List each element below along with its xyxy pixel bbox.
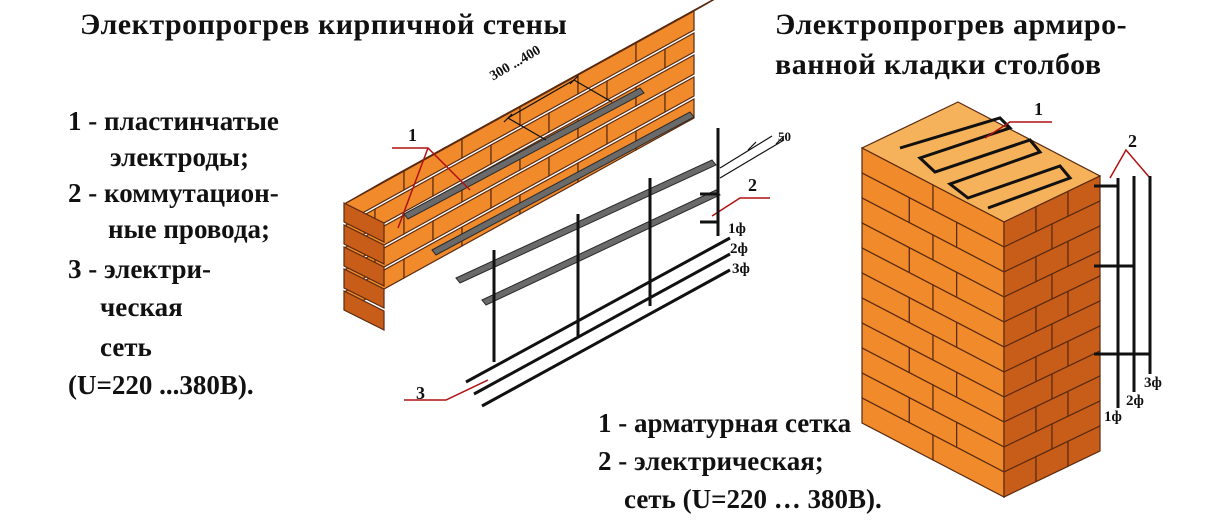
legend-item-1: 1 - пластинчатые <box>68 106 279 136</box>
legend-item-2-cont: ные провода; <box>108 214 271 244</box>
left-title: Электропрогрев кирпичной стены <box>80 8 568 41</box>
dim-50-label: 50 <box>778 129 791 144</box>
brick-column <box>860 101 1102 498</box>
dim-line-spacing <box>507 79 575 119</box>
dim-ext <box>573 79 613 103</box>
dim-ext <box>507 117 547 141</box>
dim-line-50 <box>719 139 785 179</box>
right-title-line1: Электропрогрев армиро- <box>775 8 1128 41</box>
leader-1b <box>397 147 429 229</box>
column-callout-2: 2 <box>1128 131 1137 151</box>
dim-tick <box>775 135 785 145</box>
wall-annotations <box>392 75 785 408</box>
wall-callout-1: 1 <box>408 125 417 145</box>
phase-line-2 <box>473 252 731 396</box>
phase-line-3 <box>481 268 731 408</box>
plate-electrode <box>403 87 645 220</box>
wall-brick-end <box>343 268 385 309</box>
legend-item-3-cont1: ческая <box>100 292 183 322</box>
legend-item-1-cont: электроды; <box>110 142 249 172</box>
right-legend-item-2: 2 - электрическая; <box>598 446 824 476</box>
column-leader-1 <box>984 121 1052 139</box>
wall-brick-end <box>343 202 385 243</box>
brick-wall <box>343 0 721 331</box>
wall-phase-2: 2ф <box>730 241 748 257</box>
plate-electrode <box>481 189 721 306</box>
phase-line-1 <box>465 236 731 384</box>
right-legend-item-1: 1 - арматурная сетка <box>598 408 852 438</box>
wall-brick-end <box>343 224 385 265</box>
legend-item-3: 3 - электри- <box>68 254 212 284</box>
wall-callout-2: 2 <box>748 175 757 195</box>
dim-tick <box>747 141 757 151</box>
wall-brick-end <box>343 290 385 331</box>
column-annotations <box>899 116 1152 408</box>
wall-brick <box>664 31 695 70</box>
wall-brick <box>664 75 695 114</box>
legend-voltage: (U=220 ...380В). <box>68 370 254 400</box>
wall-phase-3: 3ф <box>732 261 750 277</box>
legend-item-2: 2 - коммутацион- <box>68 178 279 208</box>
right-title-line2: ванной кладки столбов <box>775 48 1102 81</box>
column-callout-1: 1 <box>1034 99 1043 119</box>
wall-phase-1: 1ф <box>728 221 746 237</box>
wall-brick-end <box>343 246 385 287</box>
column-brick-right <box>1067 425 1101 468</box>
legend-item-3-cont2: сеть <box>100 332 152 362</box>
leader-3 <box>404 379 489 401</box>
column-leader-2 <box>1109 148 1151 179</box>
right-legend-item-2-cont: сеть (U=220 … 380В). <box>624 484 882 514</box>
wall-brick-top <box>663 0 715 28</box>
column-phase-1-label: 1ф <box>1104 409 1122 425</box>
reinforcement-mesh <box>899 116 1073 210</box>
column-phase-2-label: 2ф <box>1126 393 1144 409</box>
column-phase-3-label: 3ф <box>1144 375 1162 391</box>
leader-2 <box>711 197 770 217</box>
plate-electrode <box>431 111 695 256</box>
dim-line-50b <box>719 135 773 169</box>
wall-callout-3: 3 <box>416 383 425 403</box>
